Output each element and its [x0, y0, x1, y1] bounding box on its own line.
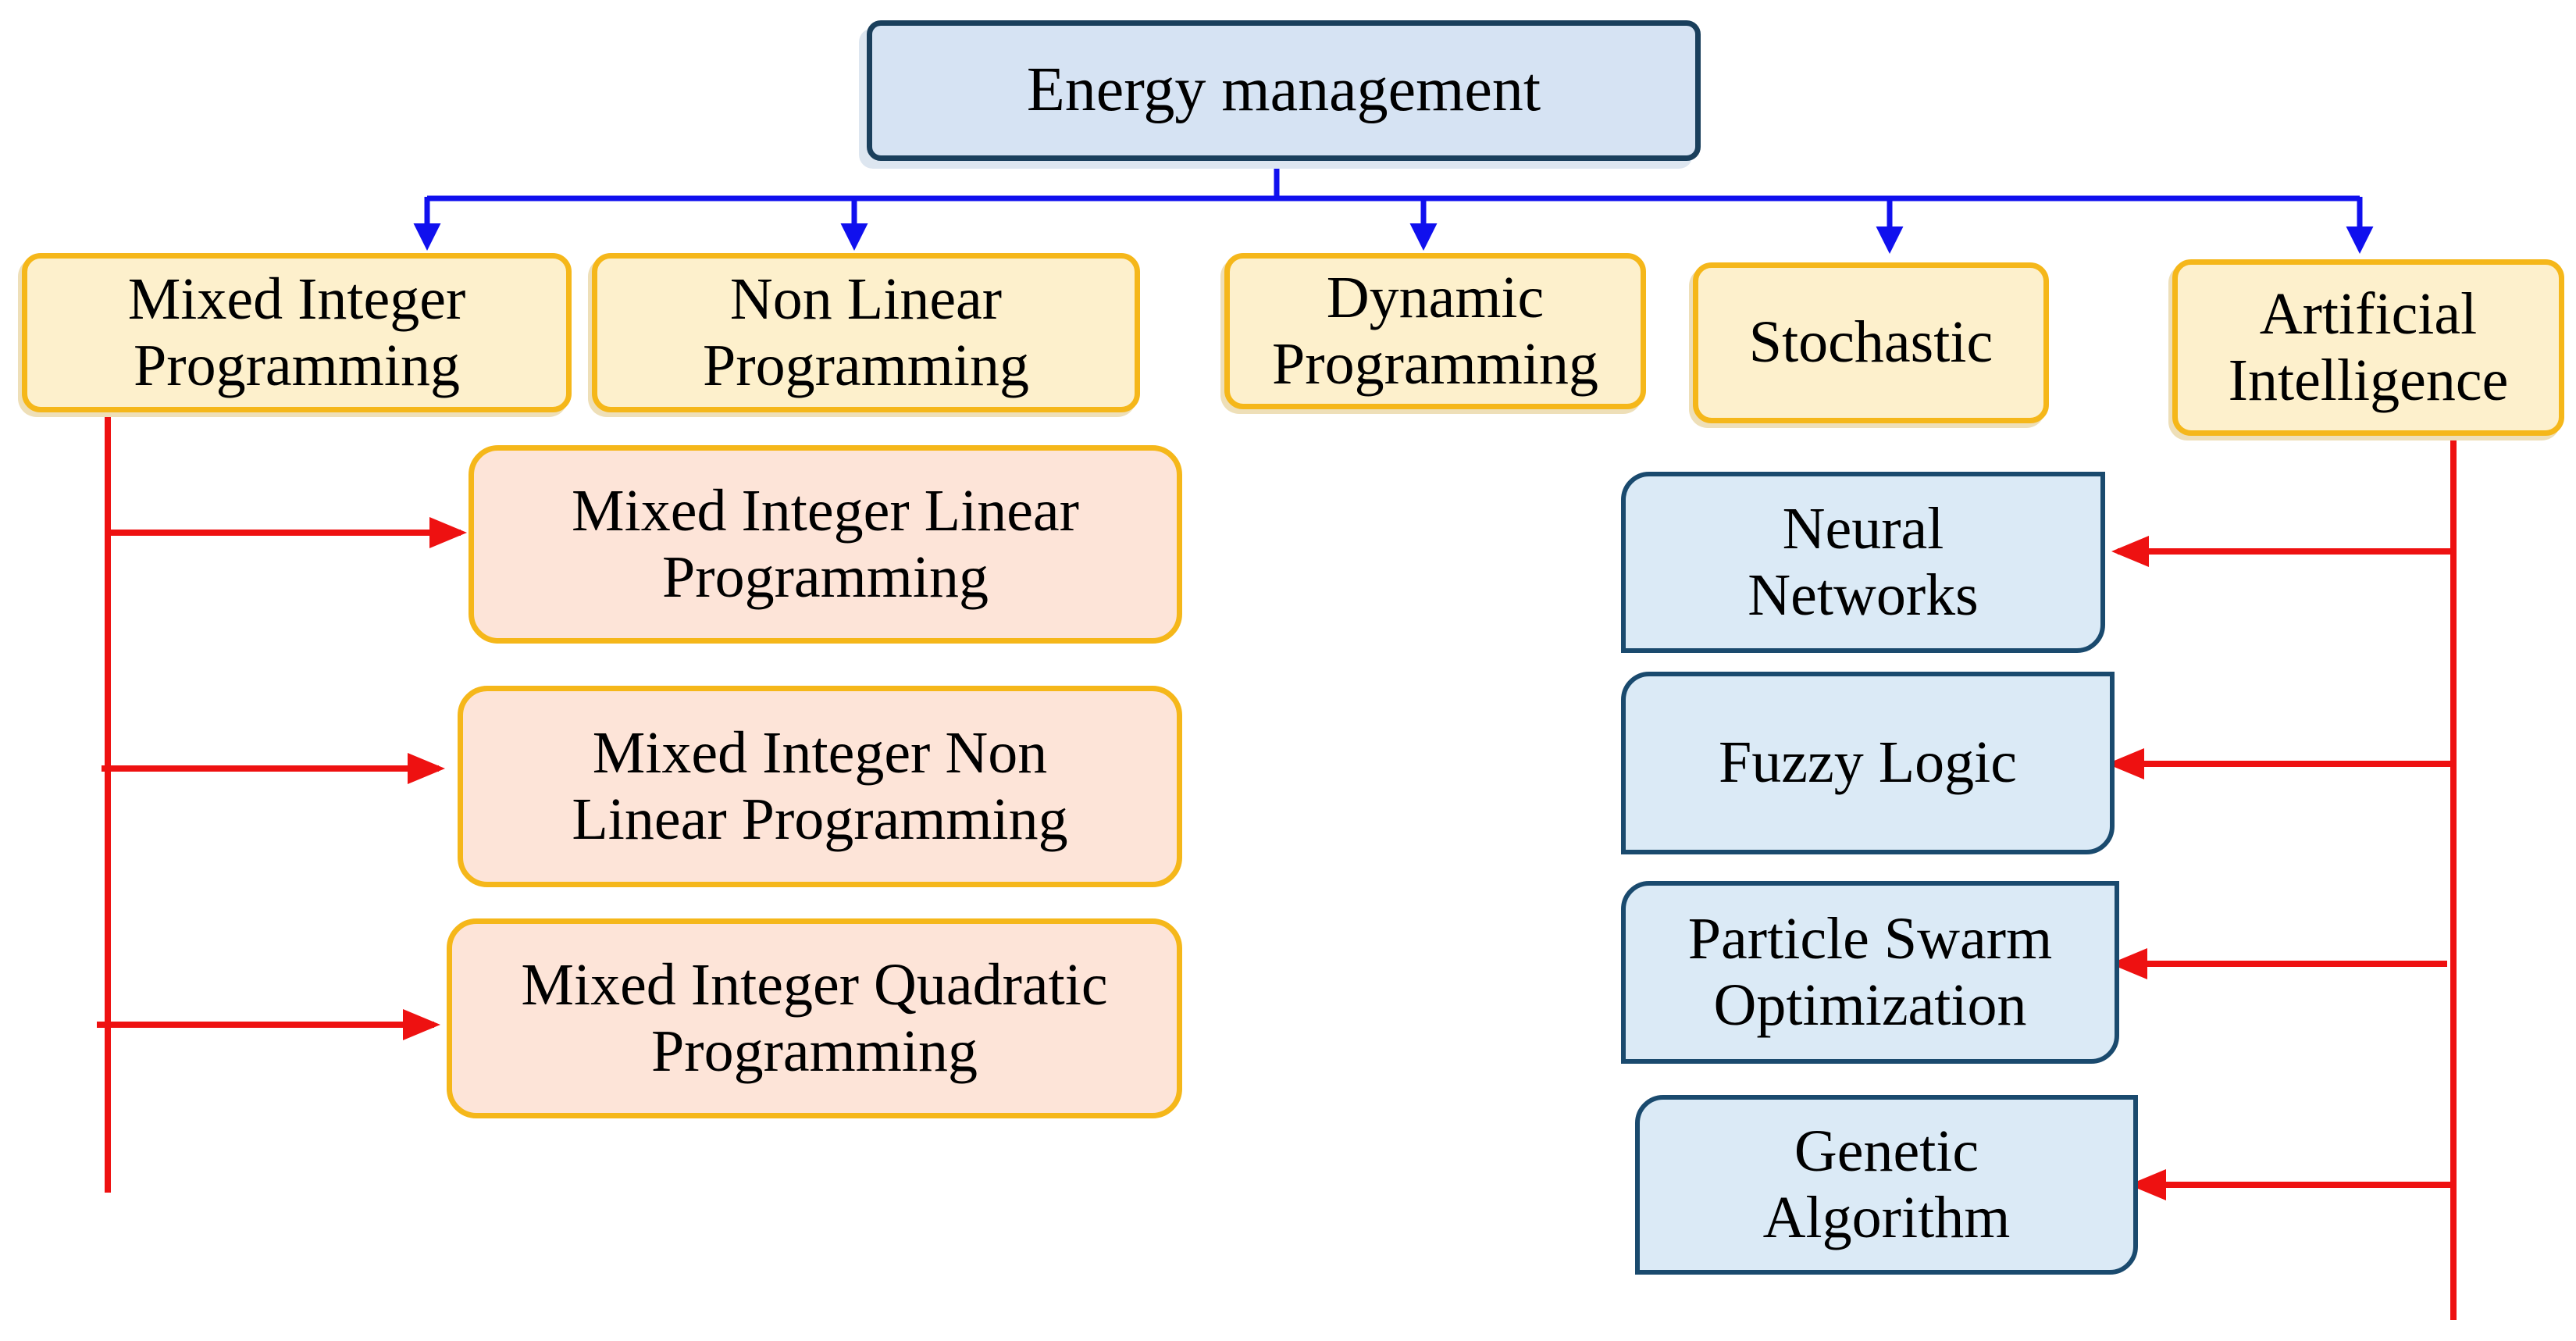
sub-line: Mixed Integer Non: [592, 719, 1048, 786]
category-stochastic: Stochastic: [1693, 262, 2049, 423]
category-line: Programming: [1272, 331, 1598, 397]
sub-line: Mixed Integer Linear: [572, 477, 1079, 544]
sub-neural-networks: Neural Networks: [1621, 472, 2105, 653]
sub-line: Particle Swarm: [1687, 905, 2053, 972]
category-line: Stochastic: [1748, 309, 1993, 376]
sub-fuzzy-logic: Fuzzy Logic: [1621, 672, 2115, 854]
sub-line: Genetic: [1794, 1118, 1979, 1184]
sub-mixed-integer-linear-programming: Mixed Integer Linear Programming: [469, 445, 1182, 644]
category-non-linear-programming: Non Linear Programming: [592, 253, 1140, 412]
category-line: Dynamic: [1326, 264, 1545, 330]
root-label: Energy management: [1026, 55, 1541, 125]
sub-line: Networks: [1748, 562, 1979, 628]
sub-line: Optimization: [1713, 972, 2027, 1038]
sub-genetic-algorithm: Genetic Algorithm: [1635, 1095, 2138, 1275]
sub-mixed-integer-non-linear-programming: Mixed Integer Non Linear Programming: [458, 686, 1182, 887]
category-line: Artificial: [2259, 280, 2478, 347]
category-line: Intelligence: [2228, 348, 2509, 413]
ai-red-connectors: [2107, 420, 2457, 1320]
category-line: Programming: [703, 333, 1029, 398]
category-mixed-integer-programming: Mixed Integer Programming: [22, 253, 572, 412]
sub-mixed-integer-quadratic-programming: Mixed Integer Quadratic Programming: [447, 918, 1182, 1118]
sub-particle-swarm-optimization: Particle Swarm Optimization: [1621, 881, 2119, 1064]
category-artificial-intelligence: Artificial Intelligence: [2172, 259, 2564, 436]
sub-line: Mixed Integer Quadratic: [521, 951, 1108, 1018]
blue-connectors: [413, 164, 2374, 254]
category-line: Programming: [134, 333, 460, 398]
mip-red-connectors: [97, 412, 467, 1193]
sub-line: Neural: [1782, 495, 1944, 562]
sub-line: Programming: [662, 544, 989, 610]
sub-line: Fuzzy Logic: [1718, 729, 2017, 796]
category-line: Non Linear: [729, 266, 1003, 332]
category-dynamic-programming: Dynamic Programming: [1224, 253, 1646, 409]
sub-line: Algorithm: [1762, 1185, 2011, 1250]
category-line: Mixed Integer: [127, 266, 466, 332]
root-node-energy-management: Energy management: [867, 20, 1701, 161]
sub-line: Linear Programming: [572, 786, 1068, 852]
sub-line: Programming: [651, 1018, 978, 1084]
